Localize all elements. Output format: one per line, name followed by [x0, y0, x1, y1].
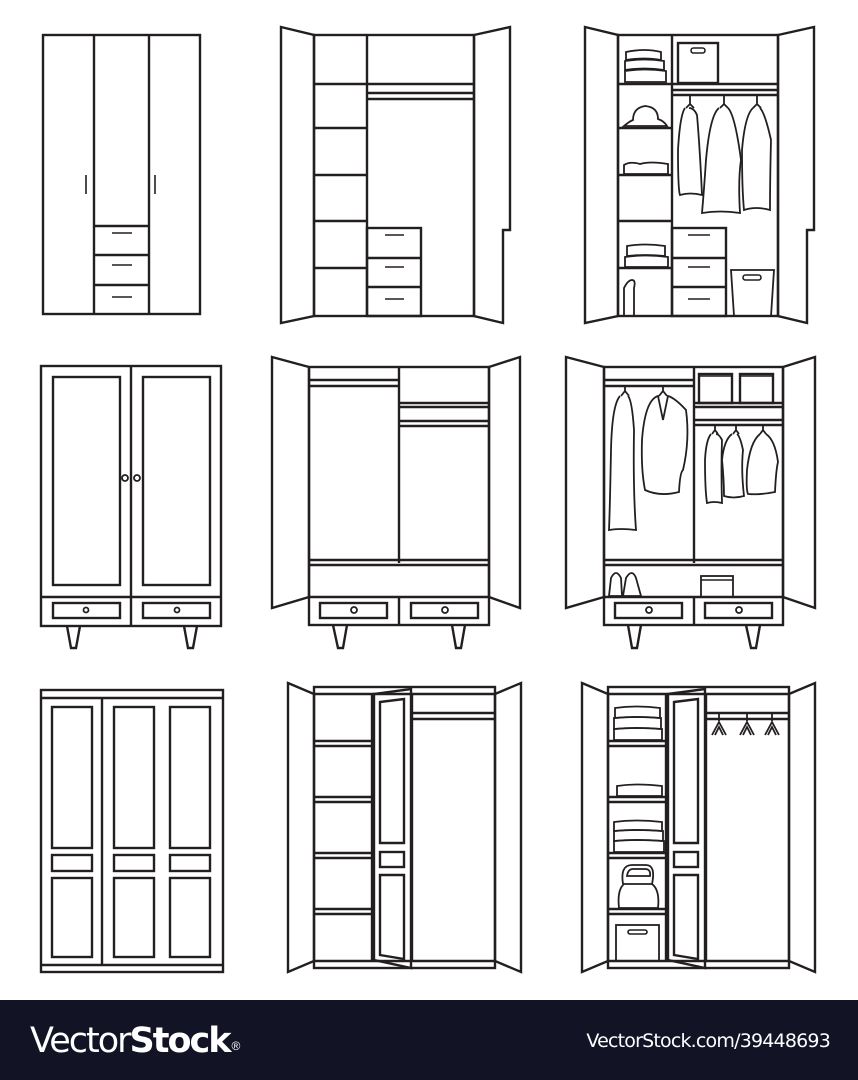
hat-box-icon: [700, 575, 734, 598]
wardrobe-closed-three-door-paneled: [39, 688, 225, 974]
leg-icon: [65, 625, 82, 650]
shoes-icon: [607, 572, 643, 597]
illustration-canvas: [39, 25, 817, 974]
brand-thin-text: Vector: [30, 1021, 132, 1061]
brand-bold-text: Stock: [129, 1021, 232, 1061]
wardrobe-open-with-clothes: [583, 25, 816, 325]
knob-icon: [82, 474, 181, 614]
registered-mark: ®: [231, 1039, 241, 1053]
bottle-icon: [623, 279, 636, 316]
leg-icon: [744, 624, 762, 650]
storage-box-icon: [676, 41, 720, 85]
hanging-clothes-icon: [677, 95, 772, 215]
wardrobe-open-three-door-items: [580, 681, 817, 974]
storage-box-icon: [738, 372, 775, 405]
wardrobe-icons-grid: [39, 25, 817, 974]
wardrobe-open-two-door-legs-clothes: [564, 355, 817, 650]
vectorstock-logo: VectorStock®: [30, 1020, 241, 1061]
hat-icon: [621, 105, 669, 127]
handle-icon: [385, 234, 404, 300]
watermark-footer: VectorStock® VectorStock.com/39448693: [0, 1000, 858, 1080]
image-url-text: VectorStock.com/39448693: [586, 1030, 830, 1052]
handle-icon: [85, 175, 156, 298]
handbag-icon: [617, 864, 660, 909]
hanging-clothes-icon: [608, 386, 779, 532]
wardrobe-open-three-door-empty: [286, 681, 523, 974]
wardrobe-open-two-door-legs-empty: [270, 355, 522, 650]
leg-icon: [182, 625, 199, 650]
basket-icon: [730, 269, 775, 317]
folded-clothes-icon: [623, 161, 669, 175]
leg-icon: [626, 624, 643, 650]
folded-clothes-icon: [624, 49, 667, 83]
folded-clothes-icon: [624, 243, 669, 268]
leg-icon: [331, 624, 349, 650]
folded-towels-icon: [613, 705, 665, 853]
wardrobe-open-empty-shelves: [279, 25, 512, 325]
leg-icon: [450, 624, 467, 650]
wardrobe-closed-two-door-legs: [39, 364, 223, 650]
wardrobe-closed-three-door: [41, 33, 202, 316]
storage-box-icon: [697, 372, 734, 405]
storage-box-icon: [615, 924, 660, 962]
hanger-icon: [711, 714, 780, 736]
